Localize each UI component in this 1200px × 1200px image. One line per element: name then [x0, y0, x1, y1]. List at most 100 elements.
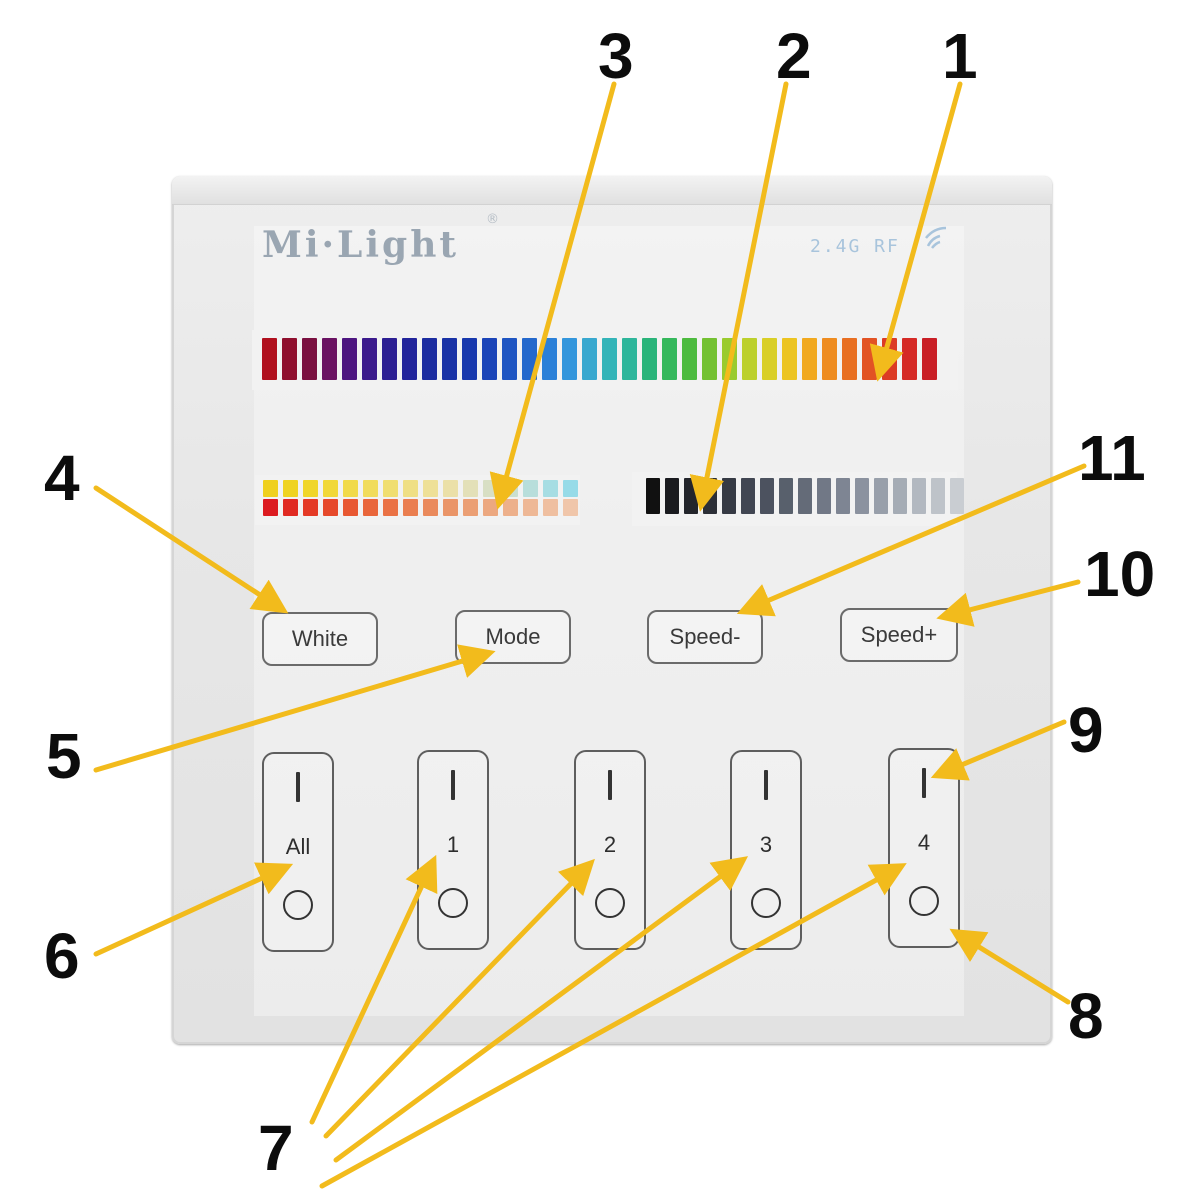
cct-segment-top [523, 480, 538, 497]
cct-segment-top [543, 480, 558, 497]
zone-on-icon [922, 768, 926, 798]
zone-off-icon [909, 886, 939, 916]
cct-segment-bottom [323, 499, 338, 516]
rgb-segment [622, 338, 637, 380]
rgb-segment [922, 338, 937, 380]
zone-off-icon [283, 890, 313, 920]
rgb-segment [442, 338, 457, 380]
brightness-segment [646, 478, 660, 514]
callout-11: 11 [1078, 422, 1146, 494]
cct-segment-top [443, 480, 458, 497]
brightness-segment [893, 478, 907, 514]
rgb-segment [782, 338, 797, 380]
zone-label: 1 [446, 832, 460, 857]
zone-on-icon [451, 770, 455, 800]
callout-1: 1 [942, 20, 978, 92]
brightness-segment [722, 478, 736, 514]
rgb-segment [302, 338, 317, 380]
callout-4: 4 [44, 442, 80, 514]
cct-segment-bottom [423, 499, 438, 516]
zone-label: 4 [917, 830, 931, 855]
arrow-7b [323, 858, 595, 1139]
brightness-segment [665, 478, 679, 514]
brightness-segment [874, 478, 888, 514]
callout-7: 7 [258, 1112, 294, 1184]
rgb-segment [822, 338, 837, 380]
arrow-1 [869, 81, 963, 382]
rgb-segment [482, 338, 497, 380]
cct-segment-bottom [363, 499, 378, 516]
arrow-11 [736, 463, 1087, 617]
rgb-segment [462, 338, 477, 380]
zone-2-button[interactable]: 2 [574, 750, 646, 950]
rgb-segment [582, 338, 597, 380]
registered-mark: ® [486, 212, 499, 227]
brightness-segment [836, 478, 850, 514]
rgb-segment [562, 338, 577, 380]
cct-segment-bottom [403, 499, 418, 516]
brightness-segment [741, 478, 755, 514]
brightness-segment [950, 478, 964, 514]
brightness-segment [855, 478, 869, 514]
zone-all-button[interactable]: All [262, 752, 334, 952]
rgb-segment [322, 338, 337, 380]
rgb-segment [602, 338, 617, 380]
arrow-7c [333, 856, 749, 1163]
brightness-segment [760, 478, 774, 514]
panel-top-edge [172, 176, 1052, 205]
cct-segment-bottom [303, 499, 318, 516]
color-temperature-touch-strip[interactable] [263, 480, 578, 516]
cct-segment-top [323, 480, 338, 497]
brightness-segment [779, 478, 793, 514]
arrow-7a [309, 854, 438, 1125]
zone-label: 3 [759, 832, 773, 857]
arrow-10 [936, 579, 1081, 627]
rgb-segment [662, 338, 677, 380]
rgb-segment [542, 338, 557, 380]
cct-segment-top [463, 480, 478, 497]
callout-10: 10 [1084, 538, 1156, 610]
cct-segment-top [263, 480, 278, 497]
rgb-segment [382, 338, 397, 380]
rgb-segment [422, 338, 437, 380]
speed-minus-button[interactable]: Speed- [647, 610, 763, 664]
zone-label: 2 [603, 832, 617, 857]
cct-segment-bottom [523, 499, 538, 516]
zone-on-icon [608, 770, 612, 800]
rgb-segment [682, 338, 697, 380]
zone-4-button[interactable]: 4 [888, 748, 960, 948]
zone-off-icon [751, 888, 781, 918]
cct-segment-top [423, 480, 438, 497]
arrow-4 [93, 485, 289, 614]
callout-9: 9 [1068, 694, 1104, 766]
zone-on-icon [296, 772, 300, 802]
zone-3-button[interactable]: 3 [730, 750, 802, 950]
rgb-segment [282, 338, 297, 380]
arrow-3 [489, 81, 617, 510]
callout-6: 6 [44, 920, 80, 992]
white-button[interactable]: White [262, 612, 378, 666]
rgb-segment [402, 338, 417, 380]
arrow-9 [930, 719, 1067, 781]
zone-1-button[interactable]: 1 [417, 750, 489, 950]
cct-segment-top [363, 480, 378, 497]
rf-label: 2.4G RF [810, 236, 900, 257]
rgb-segment [842, 338, 857, 380]
callout-2: 2 [776, 20, 812, 92]
rgb-segment [342, 338, 357, 380]
brand-logo: Mi·Light [262, 224, 460, 266]
cct-segment-top [283, 480, 298, 497]
cct-segment-bottom [463, 499, 478, 516]
cct-segment-bottom [343, 499, 358, 516]
brightness-segment [817, 478, 831, 514]
cct-segment-bottom [263, 499, 278, 516]
zone-off-icon [438, 888, 468, 918]
zone-on-icon [764, 770, 768, 800]
arrow-6 [93, 862, 294, 957]
rgb-segment [642, 338, 657, 380]
callout-5: 5 [46, 720, 82, 792]
callout-3: 3 [598, 20, 634, 92]
cct-segment-bottom [443, 499, 458, 516]
cct-segment-bottom [543, 499, 558, 516]
